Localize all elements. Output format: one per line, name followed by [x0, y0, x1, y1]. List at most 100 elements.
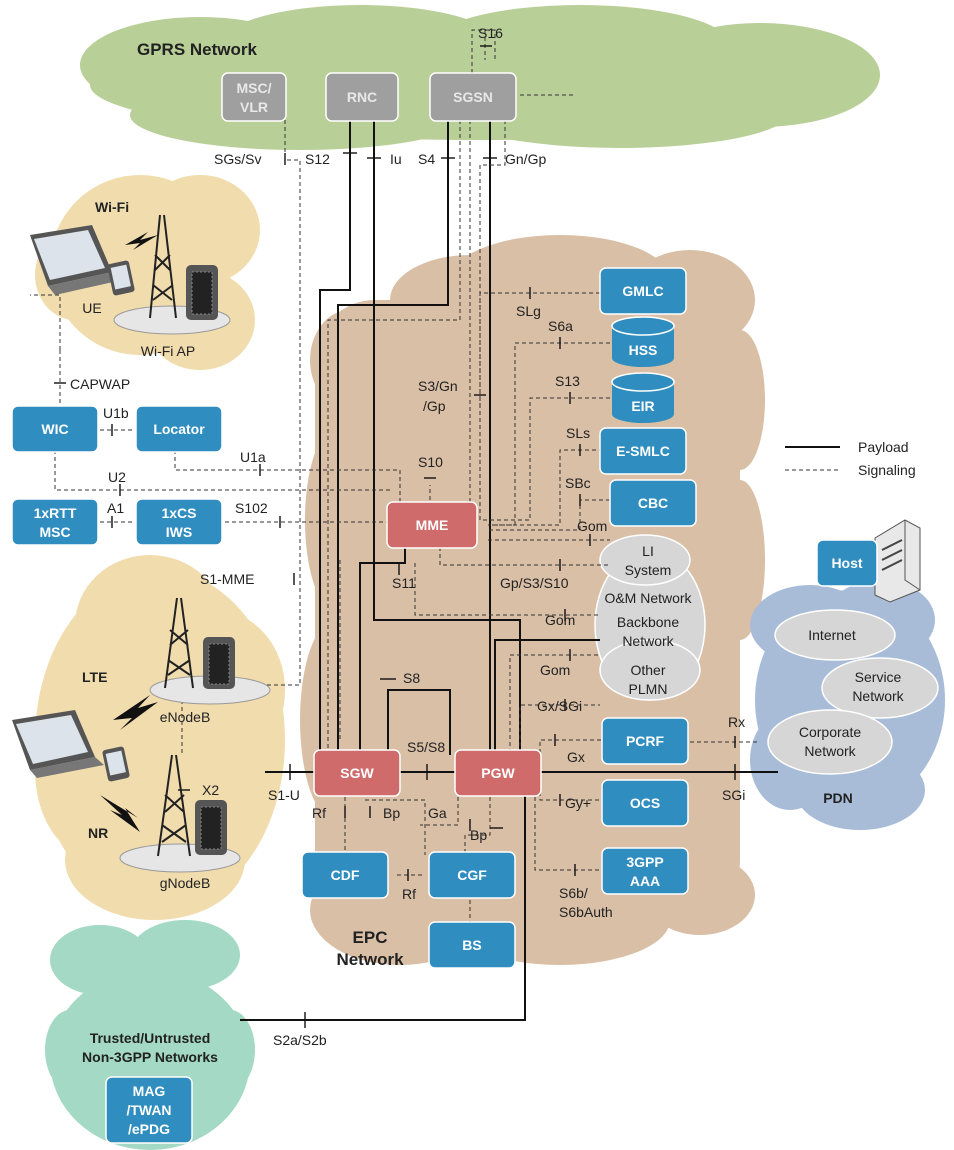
- service-network-line1: Service: [855, 669, 902, 685]
- payload-lines: [240, 120, 778, 1021]
- if-u2: U2: [108, 469, 126, 485]
- 1xcs-line1: 1xCS: [161, 505, 196, 521]
- host-node[interactable]: Host: [816, 539, 878, 587]
- pcrf-label: PCRF: [626, 733, 665, 749]
- 1xcs-iws-node[interactable]: 1xCS IWS: [135, 498, 223, 546]
- if-s1-mme: S1-MME: [200, 571, 254, 587]
- pgw-node[interactable]: PGW: [454, 749, 542, 797]
- msc-vlr-line2: VLR: [240, 99, 268, 115]
- cbc-node[interactable]: CBC: [609, 479, 697, 527]
- bs-node[interactable]: BS: [428, 921, 516, 969]
- mme-label: MME: [416, 517, 449, 533]
- if-s6b-line1: S6b/: [559, 885, 588, 901]
- non3gpp-title-line1: Trusted/Untrusted: [90, 1030, 211, 1046]
- wic-node[interactable]: WIC: [11, 405, 99, 453]
- if-s5-s8: S5/S8: [407, 739, 445, 755]
- if-gx-sgi: Gx/SGi: [537, 698, 582, 714]
- if-s11: S11: [392, 575, 416, 591]
- legend-payload-label: Payload: [858, 439, 909, 455]
- 1xcs-line2: IWS: [166, 524, 192, 540]
- eir-label: EIR: [631, 398, 654, 414]
- host-server-icon: [874, 519, 921, 603]
- nr-label: NR: [88, 825, 108, 841]
- gmlc-node[interactable]: GMLC: [599, 267, 687, 315]
- mag-line2: /TWAN: [126, 1102, 171, 1118]
- other-plmn-line2: PLMN: [629, 681, 668, 697]
- if-s16: S16: [478, 25, 503, 41]
- legend: Payload Signaling: [785, 439, 916, 478]
- mag-twan-epdg-node[interactable]: MAG /TWAN /ePDG: [105, 1076, 193, 1144]
- sgsn-node[interactable]: SGSN: [429, 72, 517, 122]
- corporate-network-line2: Network: [804, 743, 856, 759]
- if-gn-gp: Gn/Gp: [505, 151, 546, 167]
- cdf-label: CDF: [331, 867, 360, 883]
- wifi-cloud-title: Wi-Fi: [95, 199, 129, 215]
- if-rx: Rx: [728, 714, 745, 730]
- if-gx: Gx: [567, 749, 585, 765]
- cbc-label: CBC: [638, 495, 668, 511]
- rnc-label: RNC: [347, 89, 377, 105]
- if-gom-lisystem: Gom: [577, 518, 607, 534]
- if-gp-s3-s10: Gp/S3/S10: [500, 575, 569, 591]
- mme-node[interactable]: MME: [386, 501, 478, 549]
- sgw-label: SGW: [340, 765, 374, 781]
- nr-lightning-icon: [100, 795, 140, 832]
- wic-label: WIC: [41, 421, 68, 437]
- li-system-line2: System: [625, 562, 672, 578]
- eir-database[interactable]: EIR: [611, 372, 675, 423]
- 1xrtt-line1: 1xRTT: [34, 505, 77, 521]
- li-system-line1: LI: [642, 543, 654, 559]
- gmlc-label: GMLC: [622, 283, 663, 299]
- gnodeb-label: gNodeB: [160, 875, 211, 891]
- if-bp-sgw: Bp: [383, 805, 400, 821]
- rnc-node[interactable]: RNC: [325, 72, 399, 122]
- service-network-cloud: [821, 657, 939, 719]
- hss-database[interactable]: HSS: [611, 316, 675, 367]
- if-ga: Ga: [428, 805, 447, 821]
- non3gpp-cloud: [45, 920, 255, 1150]
- 3gpp-aaa-node[interactable]: 3GPP AAA: [601, 847, 689, 895]
- if-s3-gp: /Gp: [423, 398, 446, 414]
- if-s6a: S6a: [548, 318, 573, 334]
- ocs-node[interactable]: OCS: [601, 779, 689, 827]
- li-om-backbone-plmn-cloud: [594, 534, 706, 701]
- wifi-ap-label: Wi-Fi AP: [141, 343, 195, 359]
- if-s1-u: S1-U: [268, 787, 300, 803]
- if-s4: S4: [418, 151, 435, 167]
- locator-node[interactable]: Locator: [135, 405, 223, 453]
- if-s13: S13: [555, 373, 580, 389]
- esmlc-node[interactable]: E-SMLC: [599, 427, 687, 475]
- cdf-node[interactable]: CDF: [301, 851, 389, 899]
- msc-vlr-node[interactable]: MSC/ VLR: [221, 72, 287, 122]
- esmlc-label: E-SMLC: [616, 443, 670, 459]
- 1xrtt-msc-node[interactable]: 1xRTT MSC: [11, 498, 99, 546]
- if-sgi: SGi: [722, 787, 745, 803]
- pdn-cloud-title: PDN: [823, 790, 853, 806]
- if-sgs-sv: SGs/Sv: [214, 151, 261, 167]
- if-gom-om: Gom: [545, 612, 575, 628]
- other-plmn-line1: Other: [630, 662, 665, 678]
- sgsn-label: SGSN: [453, 89, 493, 105]
- wifi-phone-icon: [107, 260, 135, 296]
- ocs-label: OCS: [630, 795, 660, 811]
- sgw-node[interactable]: SGW: [313, 749, 401, 797]
- backbone-line1: Backbone: [617, 614, 679, 630]
- corporate-network-cloud: [767, 709, 893, 775]
- gprs-cloud-title: GPRS Network: [137, 40, 258, 59]
- if-u1a: U1a: [240, 449, 266, 465]
- aaa-line1: 3GPP: [626, 854, 663, 870]
- bs-label: BS: [462, 937, 481, 953]
- signaling-lines: [30, 29, 760, 925]
- if-bp-pgw: Bp: [470, 827, 487, 843]
- non3gpp-title-line2: Non-3GPP Networks: [82, 1049, 218, 1065]
- if-iu: Iu: [390, 151, 402, 167]
- lte-phone-icon: [102, 746, 130, 782]
- if-x2: X2: [202, 782, 219, 798]
- if-slg: SLg: [516, 303, 541, 319]
- if-s2a-s2b: S2a/S2b: [273, 1032, 327, 1048]
- lightning-icon: [125, 232, 158, 250]
- cgf-node[interactable]: CGF: [428, 851, 516, 899]
- if-rf-cdf: Rf: [402, 886, 416, 902]
- pcrf-node[interactable]: PCRF: [601, 717, 689, 765]
